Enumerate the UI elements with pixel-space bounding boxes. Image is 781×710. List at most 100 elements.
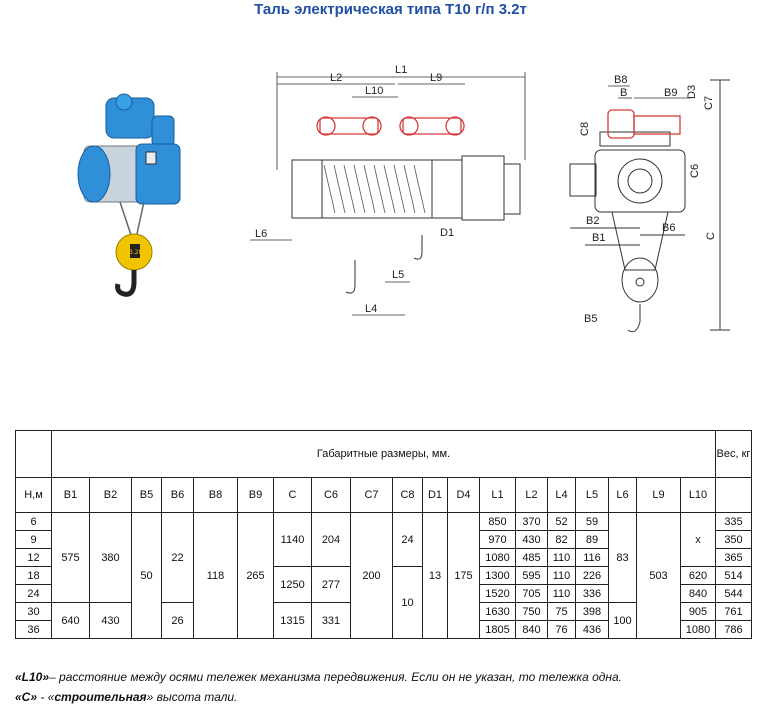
l10-cell: x [680, 512, 716, 567]
svg-text:B9: B9 [664, 87, 677, 99]
col-header: B8 [193, 477, 238, 513]
l5-cell: 336 [575, 584, 609, 603]
l5-cell: 116 [575, 548, 609, 567]
col-header: B9 [237, 477, 274, 513]
col-header: B6 [161, 477, 194, 513]
l10-cell: 1080 [680, 620, 716, 639]
note-l10-term: «L10» [15, 670, 50, 684]
svg-text:B2: B2 [586, 215, 599, 227]
note-c-term: «С» [15, 690, 38, 704]
technical-drawing: L1 L2 L10 L9 L6 D1 L5 L4 [240, 60, 781, 355]
weight-cell: 761 [715, 602, 752, 621]
h-header: Н,м [15, 477, 52, 513]
col-header: C6 [311, 477, 351, 513]
weight-header: Вес, кг [715, 430, 752, 478]
l1-cell: 970 [479, 530, 516, 549]
l9-cell: 503 [636, 512, 681, 639]
group-header: Габаритные размеры, мм. [51, 430, 716, 478]
l6-cell: 83 [608, 512, 637, 603]
l2-cell: 750 [515, 602, 548, 621]
l1-cell: 1080 [479, 548, 516, 567]
l4-cell: 110 [547, 566, 576, 585]
l10-cell: 620 [680, 566, 716, 585]
col-header: D4 [447, 477, 480, 513]
l10-cell: 905 [680, 602, 716, 621]
h-cell: 36 [15, 620, 52, 639]
svg-text:L6: L6 [255, 228, 267, 240]
col-header: L10 [680, 477, 716, 513]
l2-cell: 840 [515, 620, 548, 639]
spec-table: Габаритные размеры, мм. Вес, кг Н,м B1 B… [15, 430, 752, 639]
col-header: D1 [422, 477, 448, 513]
col-header: B2 [89, 477, 132, 513]
l4-cell: 82 [547, 530, 576, 549]
l4-cell: 75 [547, 602, 576, 621]
l5-cell: 59 [575, 512, 609, 531]
svg-text:B6: B6 [662, 222, 675, 234]
svg-text:B1: B1 [592, 232, 605, 244]
h-cell: 6 [15, 512, 52, 531]
svg-text:L10: L10 [365, 85, 383, 97]
l1-cell: 1805 [479, 620, 516, 639]
col-header: C [273, 477, 312, 513]
note-c-mid: - « [37, 690, 55, 704]
h-cell: 12 [15, 548, 52, 567]
svg-text:D3: D3 [686, 85, 698, 99]
svg-text:C7: C7 [703, 96, 715, 110]
l5-cell: 89 [575, 530, 609, 549]
d1-cell: 13 [422, 512, 448, 639]
svg-text:B: B [620, 87, 627, 99]
col-header: L4 [547, 477, 576, 513]
b1-cell: 640 [51, 602, 90, 639]
c8-cell: 10 [392, 566, 423, 639]
weight-cell: 350 [715, 530, 752, 549]
col-header: B5 [131, 477, 162, 513]
l2-cell: 485 [515, 548, 548, 567]
l2-cell: 430 [515, 530, 548, 549]
h-cell: 9 [15, 530, 52, 549]
note-c-text: » высота тали. [146, 690, 238, 704]
c-cell: 1250 [273, 566, 312, 603]
weight-cell: 335 [715, 512, 752, 531]
l4-cell: 110 [547, 584, 576, 603]
weight-cell: 514 [715, 566, 752, 585]
b6-cell: 26 [161, 602, 194, 639]
note-l10: «L10»– расстояние между осями тележек ме… [15, 670, 622, 684]
c6-cell: 204 [311, 512, 351, 567]
col-header: L9 [636, 477, 681, 513]
svg-text:L4: L4 [365, 303, 377, 315]
l1-cell: 850 [479, 512, 516, 531]
svg-text:L9: L9 [430, 72, 442, 84]
weight-blank [715, 477, 752, 513]
c6-cell: 277 [311, 566, 351, 603]
svg-text:C: C [705, 232, 717, 240]
svg-text:L5: L5 [392, 269, 404, 281]
l1-cell: 1630 [479, 602, 516, 621]
d4-cell: 175 [447, 512, 480, 639]
h-cell: 18 [15, 566, 52, 585]
l1-cell: 1520 [479, 584, 516, 603]
c8-cell: 24 [392, 512, 423, 567]
l2-cell: 705 [515, 584, 548, 603]
note-c: «С» - «строительная» высота тали. [15, 690, 237, 704]
b9-cell: 265 [237, 512, 274, 639]
weight-cell: 544 [715, 584, 752, 603]
l2-cell: 595 [515, 566, 548, 585]
col-header: C8 [392, 477, 423, 513]
l4-cell: 110 [547, 548, 576, 567]
col-header: B1 [51, 477, 90, 513]
l5-cell: 436 [575, 620, 609, 639]
c6-cell: 331 [311, 602, 351, 639]
weight-cell: 786 [715, 620, 752, 639]
svg-text:L1: L1 [395, 64, 407, 76]
h-cell: 24 [15, 584, 52, 603]
svg-text:B8: B8 [614, 74, 627, 86]
c7-cell: 200 [350, 512, 393, 639]
b8-cell: 118 [193, 512, 238, 639]
l2-cell: 370 [515, 512, 548, 531]
l5-cell: 226 [575, 566, 609, 585]
col-header: C7 [350, 477, 393, 513]
hoist-photo: 3.2t [74, 90, 192, 305]
l1-cell: 1300 [479, 566, 516, 585]
b1-cell: 575 [51, 512, 90, 603]
